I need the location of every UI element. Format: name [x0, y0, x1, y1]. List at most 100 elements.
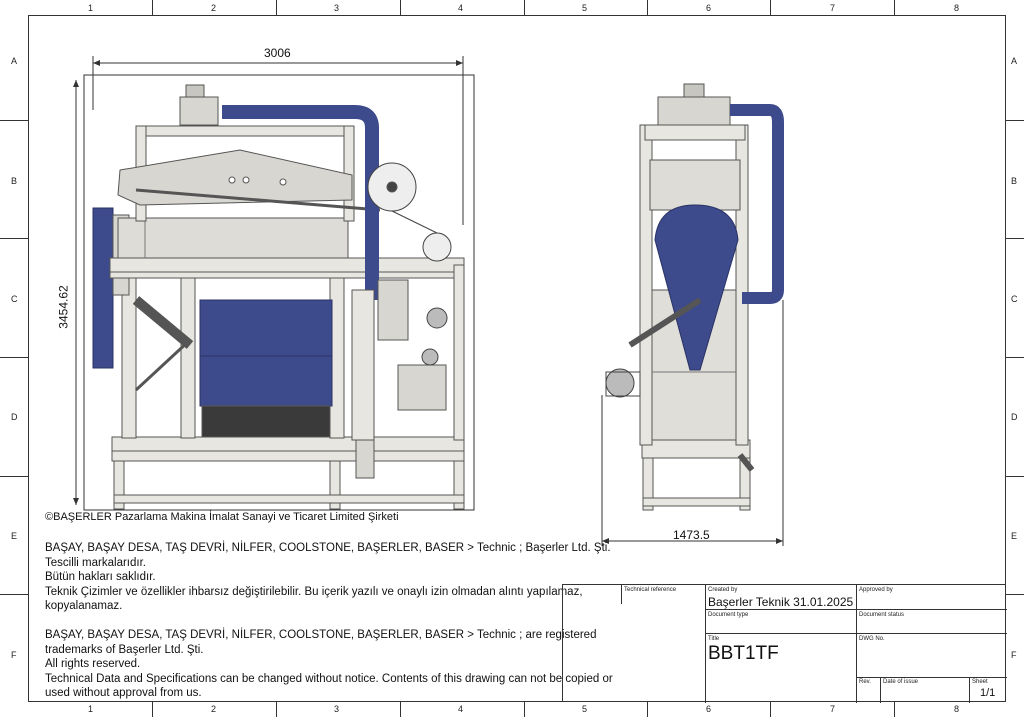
note-line: Teknik Çizimler ve özellikler ihbarsız d…	[45, 585, 583, 598]
note-line: Technical Data and Specifications can be…	[45, 672, 613, 685]
dark-tray	[201, 405, 331, 438]
approved-by-label: Approved by	[859, 587, 893, 593]
base-leg	[453, 460, 465, 510]
rev-label: Rev.	[859, 679, 871, 685]
zone-row-e-left: E	[11, 531, 18, 541]
zone-divider	[1006, 594, 1024, 595]
zone-divider	[0, 357, 28, 358]
zone-divider	[1006, 238, 1024, 239]
zone-divider	[894, 0, 895, 15]
zone-row-f-left: F	[11, 650, 17, 660]
front-blue-pipe	[730, 104, 784, 304]
zone-col-3-bottom: 3	[334, 704, 340, 714]
base-rail	[113, 494, 465, 504]
front-sieve-box	[649, 159, 741, 211]
document-status-label: Document status	[859, 612, 905, 618]
zone-row-c-right: C	[1011, 294, 1018, 304]
note-line: kopyalanamaz.	[45, 600, 123, 612]
mid-rail	[109, 271, 465, 279]
zone-row-a-left: A	[11, 56, 18, 66]
drawing-frame	[28, 15, 1006, 702]
note-line: used without approval from us.	[45, 687, 202, 699]
note-line: BAŞAY, BAŞAY DESA, TAŞ DEVRİ, NİLFER, CO…	[45, 542, 611, 554]
title-label: Title	[708, 636, 720, 642]
inlet-hopper	[179, 96, 219, 126]
zone-divider	[647, 702, 648, 717]
note-line	[45, 614, 613, 629]
dimension-arrow	[93, 60, 100, 66]
dimension-arrow	[73, 80, 79, 87]
zone-col-7-top: 7	[830, 3, 836, 13]
zone-col-1-bottom: 1	[88, 704, 94, 714]
motor-column	[351, 289, 375, 441]
zone-col-2-bottom: 2	[211, 704, 217, 714]
zone-divider	[152, 0, 153, 15]
front-inlet	[683, 83, 705, 98]
zone-divider	[276, 702, 277, 717]
zone-divider	[524, 0, 525, 15]
front-base	[641, 439, 751, 459]
zone-divider	[0, 594, 28, 595]
side-view	[73, 56, 475, 511]
front-view	[601, 83, 784, 546]
dimension-width-side: 3006	[264, 46, 291, 60]
zone-divider	[0, 476, 28, 477]
base-frame	[111, 436, 465, 452]
base-leg	[113, 460, 125, 510]
zone-divider	[524, 702, 525, 717]
drive-belt	[391, 210, 438, 234]
created-by-label: Created by	[708, 587, 738, 593]
title-block-divider	[880, 677, 881, 703]
title-block: Technical reference Created by Başerler …	[562, 584, 1007, 703]
sheet-label: Sheet	[972, 679, 988, 685]
frame-brace	[134, 338, 192, 392]
zone-divider	[894, 702, 895, 717]
zone-row-b-left: B	[11, 176, 18, 186]
dimension-height-side: 3454.62	[56, 285, 71, 329]
zone-row-c-left: C	[11, 294, 18, 304]
dimension-arrow	[776, 538, 783, 544]
title-value: BBT1TF	[708, 643, 779, 664]
gearbox	[397, 364, 447, 411]
front-top-frame	[644, 124, 746, 141]
front-leg	[642, 457, 654, 511]
zone-divider	[400, 0, 401, 15]
zone-col-4-bottom: 4	[458, 704, 464, 714]
zone-row-e-right: E	[1011, 531, 1018, 541]
blue-side-drum	[92, 207, 114, 369]
drum-body	[117, 217, 349, 259]
blue-cyclone-cone	[654, 204, 739, 371]
zone-divider	[276, 0, 277, 15]
blue-pipe	[222, 105, 379, 300]
technical-reference-label: Technical reference	[624, 587, 677, 593]
front-brace	[628, 297, 702, 348]
outlet-pipe	[355, 439, 375, 479]
zone-col-5-bottom: 5	[582, 704, 588, 714]
zone-col-2-top: 2	[211, 3, 217, 13]
zone-divider	[0, 120, 28, 121]
zone-divider	[770, 0, 771, 15]
note-line: All rights reserved.	[45, 658, 141, 670]
title-block-divider	[705, 585, 706, 703]
base-leg	[329, 460, 341, 510]
front-chute	[737, 453, 755, 472]
zone-row-f-right: F	[1011, 650, 1017, 660]
motor-fan	[426, 307, 448, 329]
zone-divider	[1006, 357, 1024, 358]
zone-divider	[152, 702, 153, 717]
front-motor	[605, 371, 641, 397]
zone-col-6-bottom: 6	[706, 704, 712, 714]
dimension-arrow	[456, 60, 463, 66]
sheet-value: 1/1	[980, 687, 996, 699]
legal-notes: BAŞAY, BAŞAY DESA, TAŞ DEVRİ, NİLFER, CO…	[45, 541, 613, 701]
bolt	[242, 176, 250, 184]
zone-col-7-bottom: 7	[830, 704, 836, 714]
zone-col-6-top: 6	[706, 3, 712, 13]
note-line: BAŞAY, BAŞAY DESA, TAŞ DEVRİ, NİLFER, CO…	[45, 629, 597, 641]
sieve-rod	[135, 188, 381, 212]
title-block-divider	[621, 585, 622, 604]
pulley-hub	[386, 181, 398, 193]
zone-col-8-top: 8	[954, 3, 960, 13]
right-post	[453, 264, 465, 441]
